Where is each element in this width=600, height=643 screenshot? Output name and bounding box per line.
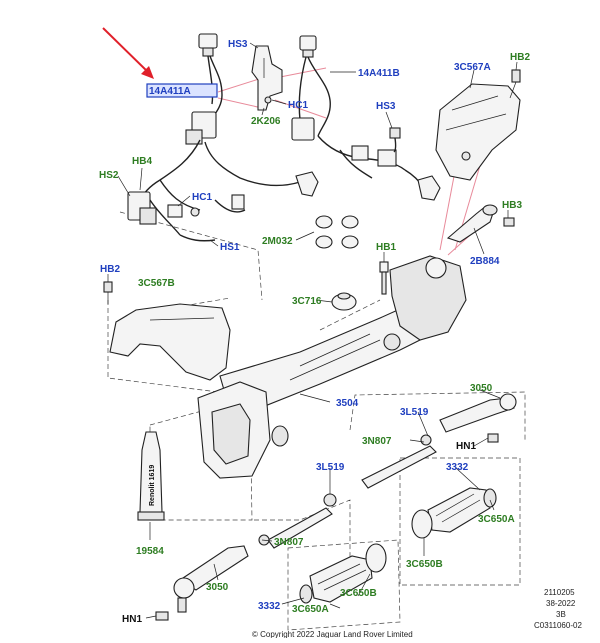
footer-code-1: 2110205 (544, 588, 575, 597)
label-leaders (107, 42, 518, 619)
callout-hs3-top[interactable]: HS3 (228, 39, 248, 50)
drawing-footer: 2110205 38-2022 3B C0311060-02 © Copyrig… (252, 588, 582, 639)
callout-hb1[interactable]: HB1 (376, 242, 396, 253)
footer-code-2: 38-2022 (546, 599, 576, 608)
callout-hb4[interactable]: HB4 (132, 156, 152, 167)
callout-3c567b[interactable]: 3C567B (138, 278, 175, 289)
heat-shield-3c567b (103, 281, 231, 381)
callout-3050-right[interactable]: 3050 (470, 383, 493, 394)
callout-19584[interactable]: 19584 (136, 546, 164, 557)
red-pointer-arrow (102, 27, 154, 79)
callout-3n807-right[interactable]: 3N807 (362, 436, 392, 447)
bushings-2m032 (315, 215, 359, 249)
footer-code-3: 3B (556, 610, 566, 619)
callout-14a411a[interactable]: 14A411A (149, 86, 191, 97)
callout-3332-left[interactable]: 3332 (258, 601, 281, 612)
boot-left-3332 (299, 543, 387, 604)
callout-3l519-right[interactable]: 3L519 (400, 407, 429, 418)
sealant-tube-19584 (137, 431, 165, 521)
callout-hs3-right[interactable]: HS3 (376, 101, 396, 112)
boot-right-3332 (411, 487, 497, 539)
callout-hs2[interactable]: HS2 (99, 170, 119, 181)
callout-hc1-left[interactable]: HC1 (192, 192, 212, 203)
callout-hn1-right[interactable]: HN1 (456, 441, 476, 452)
callout-hs1[interactable]: HS1 (220, 242, 240, 253)
callout-hb2-left[interactable]: HB2 (100, 264, 120, 275)
callout-3332-right[interactable]: 3332 (446, 462, 469, 473)
heat-shield-3c567a (435, 69, 521, 181)
wiring-harness-left (127, 33, 319, 242)
wiring-harness-right (291, 35, 441, 201)
mount-3c716 (331, 292, 357, 311)
callout-3l519-left[interactable]: 3L519 (316, 462, 345, 473)
callout-3050-left[interactable]: 3050 (206, 582, 229, 593)
callout-2b884[interactable]: 2B884 (470, 256, 500, 267)
tie-rod-right (361, 393, 517, 489)
bracket-2k206 (251, 45, 283, 111)
callout-highlight-box (146, 83, 218, 98)
callout-3n807-left[interactable]: 3N807 (274, 537, 304, 548)
callout-hb2-top[interactable]: HB2 (510, 52, 530, 63)
callout-labels: HS3 14A411B 14A411A HC1 2K206 HS3 HB2 3C… (99, 39, 530, 625)
callout-hb3[interactable]: HB3 (502, 200, 522, 211)
callout-2m032[interactable]: 2M032 (262, 236, 293, 247)
callout-2k206[interactable]: 2K206 (251, 116, 281, 127)
sealant-tube-label: Renolit 1619 (149, 465, 156, 506)
callout-hc1-top[interactable]: HC1 (288, 100, 308, 111)
footer-code-4: C0311060-02 (534, 621, 582, 630)
tie-rod-end-2b884 (446, 204, 515, 243)
callout-3c650b-bottom[interactable]: 3C650B (340, 588, 377, 599)
callout-3c650a-right[interactable]: 3C650A (478, 514, 515, 525)
callout-3c650b-right[interactable]: 3C650B (406, 559, 443, 570)
callout-3504[interactable]: 3504 (336, 398, 359, 409)
footer-copyright: © Copyright 2022 Jaguar Land Rover Limit… (252, 630, 413, 638)
callout-3c716[interactable]: 3C716 (292, 296, 322, 307)
steering-rack-3504 (197, 255, 467, 479)
bolt-hb1 (379, 261, 389, 295)
callout-14a411b[interactable]: 14A411B (358, 68, 400, 79)
tie-rod-left (155, 493, 337, 621)
callout-3c650a-bottom[interactable]: 3C650A (292, 604, 329, 615)
callout-hn1-left[interactable]: HN1 (122, 614, 142, 625)
callout-3c567a[interactable]: 3C567A (454, 62, 491, 73)
